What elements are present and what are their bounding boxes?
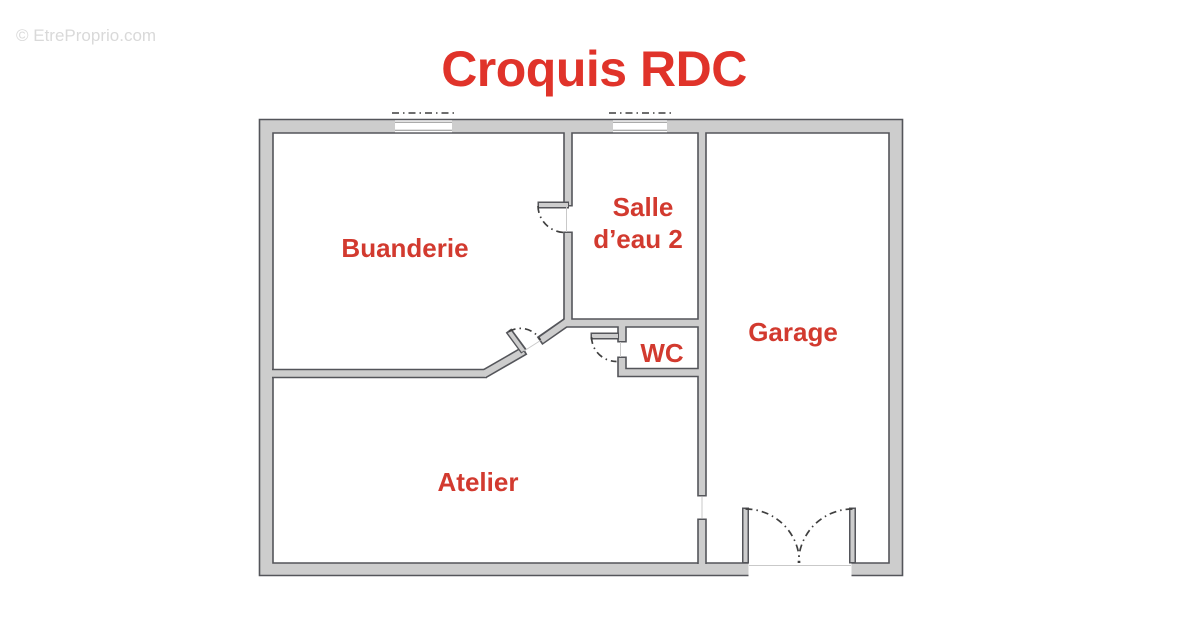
room-label-buanderie: Buanderie — [341, 233, 468, 263]
door-leaves — [505, 201, 856, 564]
wall-fill — [481, 348, 526, 378]
garage-door-opening — [748, 560, 852, 579]
opening-guides — [523, 206, 703, 518]
exterior-walls — [258, 118, 904, 577]
room-label-atelier: Atelier — [438, 467, 519, 497]
door-arc-wc — [590, 336, 617, 363]
interior-walls-fill — [271, 131, 706, 566]
wall-fill — [539, 317, 571, 343]
window-opening — [613, 120, 667, 133]
room-label-salle-deau-line1: Salle — [613, 192, 674, 222]
room-label-wc: WC — [640, 338, 684, 368]
wall-fill — [618, 358, 699, 376]
door-arc-diagonal — [508, 327, 542, 341]
door-arc-garage-left — [745, 508, 801, 564]
room-label-garage: Garage — [748, 317, 838, 347]
door-arc-salle-deau — [537, 205, 566, 234]
room-label-salle-deau-line2: d’eau 2 — [593, 224, 683, 254]
door-leaf-fill — [507, 330, 525, 353]
buanderie-window — [392, 112, 456, 133]
page-title: Croquis RDC — [441, 41, 747, 97]
opening-line — [523, 340, 541, 352]
watermark: © EtreProprio.com — [16, 26, 156, 45]
room-labels: Buanderie Salle d’eau 2 WC Garage Atelie… — [341, 192, 837, 497]
salle-deau-window — [609, 112, 671, 133]
door-arc-garage-right — [797, 508, 853, 564]
window-opening — [395, 120, 452, 133]
door-arcs — [508, 205, 853, 564]
